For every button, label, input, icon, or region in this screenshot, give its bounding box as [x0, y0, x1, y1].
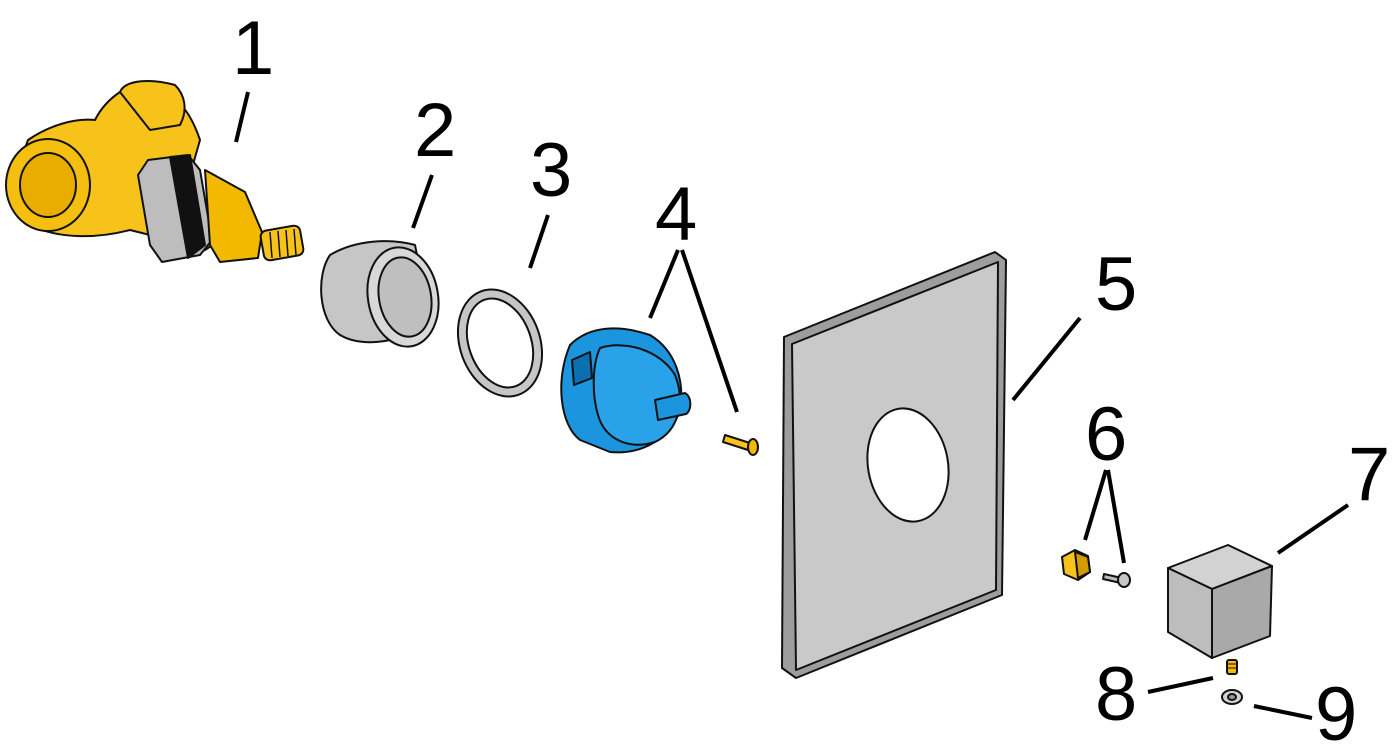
grub-screw [1226, 659, 1238, 675]
knob-side [1211, 565, 1273, 659]
leader-5 [1011, 316, 1082, 402]
callout-label-4: 4 [655, 172, 697, 257]
adapter-screw-head [747, 438, 759, 456]
part-2-sleeve [320, 240, 440, 348]
callout-label-9: 9 [1315, 672, 1357, 746]
part-8-grub-screw [1226, 659, 1238, 675]
leader-3 [528, 214, 550, 269]
leader-1 [234, 91, 250, 143]
seal-ring-inner [465, 297, 535, 389]
callout-labels: 1 2 3 4 5 6 7 8 9 [232, 6, 1390, 746]
callout-label-5: 5 [1095, 242, 1137, 327]
part-9-cap [1221, 689, 1243, 705]
cover-plate-hole [866, 407, 950, 523]
leader-8 [1147, 676, 1214, 694]
cap-inner [1227, 693, 1237, 701]
valve-cartridge-ring [169, 154, 206, 259]
valve-inlet-nut-inner [19, 152, 77, 218]
leader-7 [1276, 503, 1350, 555]
leader-6b [1106, 469, 1126, 564]
nut-brass-face [1074, 551, 1091, 579]
part-1-valve-body [5, 80, 305, 263]
small-screw-head [1117, 572, 1131, 588]
part-5-cover-plate [781, 251, 1007, 679]
leader-4b [680, 249, 739, 413]
callout-label-8: 8 [1095, 652, 1137, 737]
sleeve-bore [377, 256, 433, 338]
leader-lines [234, 91, 1350, 720]
leader-2 [411, 174, 434, 229]
leader-6a [1083, 469, 1108, 541]
callout-label-6: 6 [1085, 392, 1127, 477]
part-4-adapter-assembly [560, 327, 759, 456]
callout-label-2: 2 [414, 88, 456, 173]
leader-9 [1253, 704, 1313, 720]
valve-stem-brass [204, 169, 263, 263]
leader-4a [648, 249, 680, 319]
part-6-nut-and-screw [1061, 549, 1131, 588]
adapter-screw [722, 434, 751, 451]
valve-spindle [259, 224, 305, 262]
adapter-shaft [654, 392, 692, 421]
part-3-seal-ring [456, 288, 544, 398]
adapter-notch [571, 351, 593, 386]
valve-top-boss [119, 80, 186, 131]
callout-label-1: 1 [232, 6, 274, 91]
part-7-square-knob [1167, 544, 1273, 659]
callout-label-3: 3 [530, 128, 572, 213]
callout-label-7: 7 [1348, 432, 1390, 517]
